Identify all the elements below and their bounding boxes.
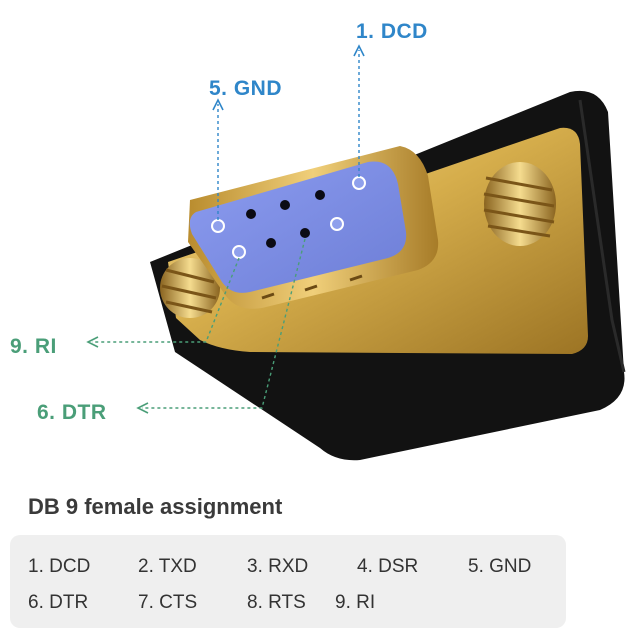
- assignment-title: DB 9 female assignment: [28, 494, 283, 519]
- right-screw: [483, 162, 556, 246]
- pin-face: [189, 161, 407, 293]
- leader-ri: [92, 257, 240, 343]
- pin-5: 5. GND: [468, 556, 532, 577]
- leader-dtr: [142, 238, 306, 409]
- arrow-dcd: [353, 44, 365, 57]
- pin-assignment-table: 1. DCD 2. TXD 3. RXD 4. DSR 5. GND 6. DT…: [10, 535, 566, 628]
- pin-7: 7. CTS: [138, 592, 198, 613]
- pin-8: 8. RTS: [247, 592, 306, 613]
- callout-dtr: 6. DTR: [37, 401, 107, 424]
- arrow-gnd: [212, 98, 224, 111]
- pin-holes: [211, 176, 366, 259]
- pin-9: 9. RI: [335, 592, 376, 613]
- arrow-dtr: [136, 402, 149, 414]
- callout-dcd: 1. DCD: [356, 20, 428, 43]
- pin-4: 4. DSR: [357, 556, 419, 577]
- callout-gnd: 5. GND: [209, 77, 283, 100]
- pin-6: 6. DTR: [28, 592, 89, 613]
- left-screw: [160, 258, 220, 318]
- connector-illustration: [86, 44, 626, 461]
- arrow-ri: [86, 336, 99, 348]
- pin-3: 3. RXD: [247, 556, 309, 577]
- pin-1: 1. DCD: [28, 556, 91, 577]
- pin-2: 2. TXD: [138, 556, 197, 577]
- callout-ri: 9. RI: [10, 335, 57, 358]
